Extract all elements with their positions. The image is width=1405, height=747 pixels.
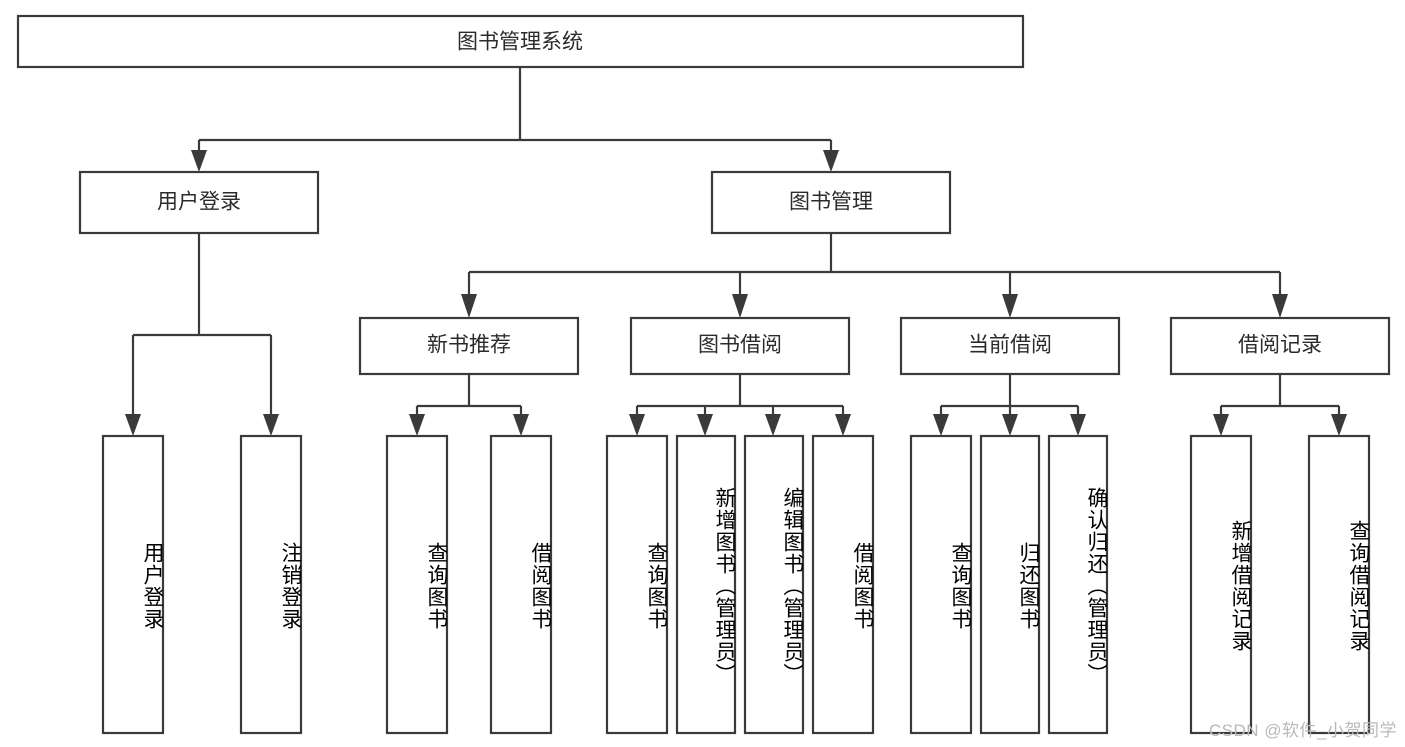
node-new-book-recommend-label: 新书推荐 xyxy=(427,334,511,357)
node-root-label: 图书管理系统 xyxy=(457,31,583,54)
leaf-box-borrow-record-1[interactable] xyxy=(1307,434,1371,735)
connector-root-to-level2 xyxy=(191,67,839,172)
leaf-box-book-borrow-3[interactable] xyxy=(811,434,875,735)
node-borrow-record-label: 借阅记录 xyxy=(1238,334,1322,357)
node-user-login[interactable]: 用户登录 xyxy=(78,170,320,235)
leaf-box-current-borrow-0[interactable] xyxy=(909,434,973,735)
connector-user-login-children xyxy=(125,233,279,436)
connector-current-borrow-children xyxy=(933,374,1086,436)
connector-book-manage-children xyxy=(461,233,1288,318)
arrow-to-book-manage xyxy=(823,150,839,172)
leaf-box-book-borrow-1[interactable] xyxy=(675,434,737,735)
leaf-box-book-borrow-2[interactable] xyxy=(743,434,805,735)
leaf-box-new-book-1[interactable] xyxy=(489,434,553,735)
leaf-box-user-login-0[interactable] xyxy=(101,434,165,735)
node-current-borrow-label: 当前借阅 xyxy=(968,334,1052,357)
node-user-login-label: 用户登录 xyxy=(157,191,241,214)
node-current-borrow-box[interactable] xyxy=(899,316,1121,376)
node-new-book-recommend[interactable]: 新书推荐 xyxy=(358,316,580,376)
node-new-book-recommend-box[interactable] xyxy=(358,316,580,376)
connector-new-book-recommend-children xyxy=(409,374,529,436)
watermark-text: CSDN @软件_小贺同学 xyxy=(1208,721,1397,740)
connector-borrow-record-children xyxy=(1213,374,1347,436)
node-book-manage[interactable]: 图书管理 xyxy=(710,170,952,235)
leaf-box-user-login-1[interactable] xyxy=(239,434,303,735)
leaf-box-current-borrow-1[interactable] xyxy=(979,434,1041,735)
connector-book-borrow-children xyxy=(629,374,851,436)
node-book-borrow-label: 图书借阅 xyxy=(698,334,782,357)
node-current-borrow[interactable]: 当前借阅 xyxy=(899,316,1121,376)
leaf-box-book-borrow-0[interactable] xyxy=(605,434,669,735)
node-book-borrow[interactable]: 图书借阅 xyxy=(629,316,851,376)
node-root[interactable]: 图书管理系统 xyxy=(16,14,1025,69)
node-book-manage-label: 图书管理 xyxy=(789,191,873,214)
leaf-box-new-book-0[interactable] xyxy=(385,434,449,735)
node-borrow-record[interactable]: 借阅记录 xyxy=(1169,316,1391,376)
leaf-box-borrow-record-0[interactable] xyxy=(1189,434,1253,735)
node-user-login-box[interactable] xyxy=(78,170,320,235)
leaf-box-current-borrow-2[interactable] xyxy=(1047,434,1109,735)
arrow-to-user-login xyxy=(191,150,207,172)
node-root-box[interactable] xyxy=(16,14,1025,69)
